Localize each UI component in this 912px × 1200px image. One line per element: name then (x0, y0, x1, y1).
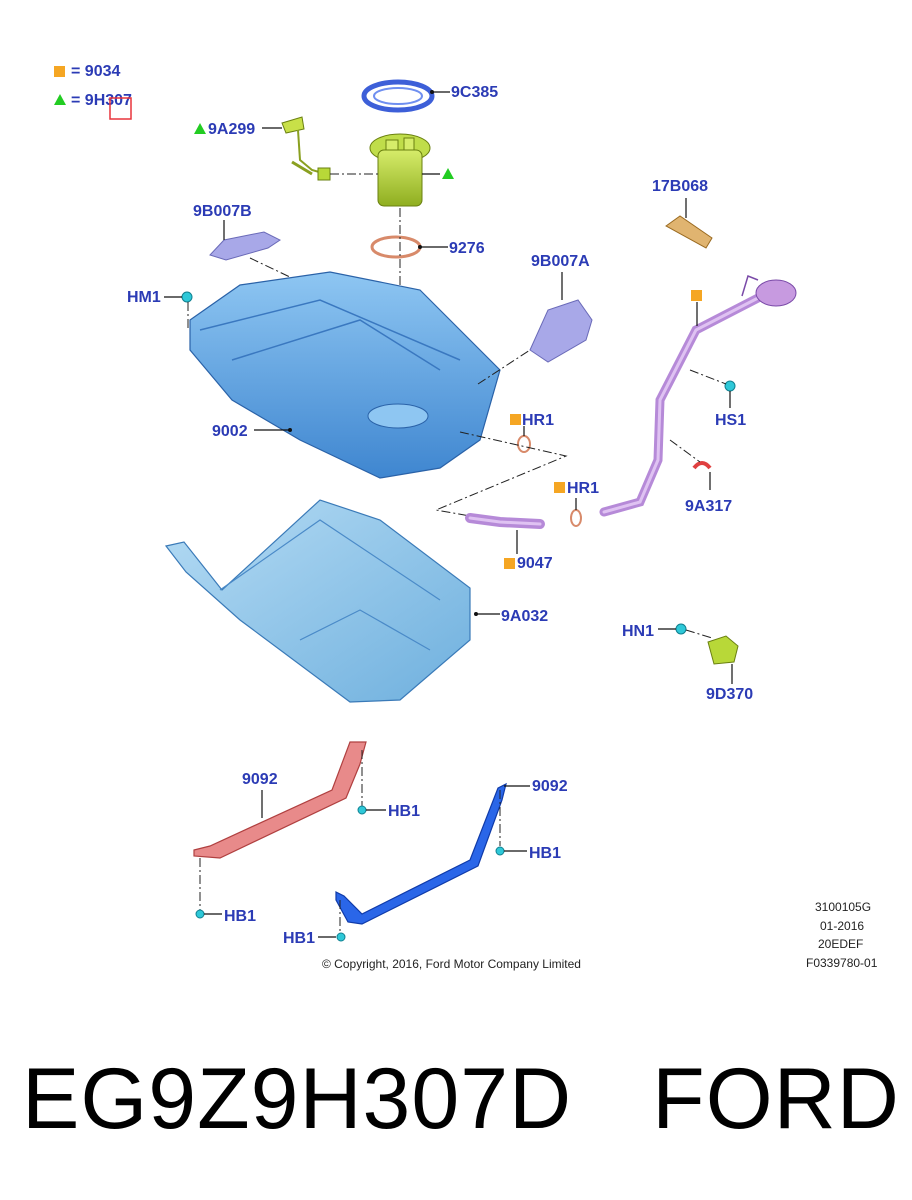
part-9a032-heat-shield (164, 499, 500, 703)
part-hm1-clip (164, 291, 193, 330)
part-hb1-bolt-d (318, 932, 346, 942)
9047-square-icon (504, 558, 515, 569)
label-9047: 9047 (517, 555, 553, 572)
part-hs1-clip (689, 369, 736, 408)
filler-square-icon (691, 290, 702, 301)
part-title: EG9Z9H307D FORD (22, 1050, 900, 1149)
label-9092-b: 9092 (532, 778, 568, 795)
label-hb1-d: HB1 (283, 930, 315, 947)
code-line-2: 01-2016 (820, 919, 864, 933)
part-9b007b-shield (209, 220, 293, 279)
code-line-3: 20EDEF (818, 937, 863, 951)
label-hm1: HM1 (127, 289, 161, 306)
part-hn1-clip (658, 623, 713, 639)
label-9a299: 9A299 (208, 121, 255, 138)
part-hr1-clip-a (434, 426, 568, 517)
label-9276: 9276 (449, 240, 485, 257)
label-9b007a: 9B007A (531, 253, 590, 270)
part-hb1-bolt-a (357, 805, 386, 815)
part-9092-strap-red (193, 741, 367, 910)
fuel-system-diagram: = 9034 = 9H307 9C385 9A299 9276 (54, 63, 878, 971)
label-hr1-b: HR1 (567, 480, 599, 497)
label-9a032: 9A032 (501, 608, 548, 625)
part-9047-hose (465, 513, 545, 554)
part-9h307-fuel-pump (330, 133, 440, 207)
label-9002: 9002 (212, 423, 248, 440)
part-hb1-bolt-b (495, 846, 527, 856)
label-hr1-a: HR1 (522, 412, 554, 429)
pump-triangle-icon (442, 168, 454, 179)
label-hs1: HS1 (715, 412, 746, 429)
copyright: © Copyright, 2016, Ford Motor Company Li… (322, 957, 581, 971)
legend-text-9h307: = 9H307 (71, 92, 132, 109)
hr1-square-icon-a (510, 414, 521, 425)
label-9a317: 9A317 (685, 498, 732, 515)
label-9c385: 9C385 (451, 84, 498, 101)
label-9092-a: 9092 (242, 771, 278, 788)
label-9b007b: 9B007B (193, 203, 252, 220)
label-hb1-b: HB1 (529, 845, 561, 862)
label-hb1-a: HB1 (388, 803, 420, 820)
hr1-square-icon-b (554, 482, 565, 493)
triangle-marker-icon (194, 123, 206, 134)
label-hn1: HN1 (622, 623, 654, 640)
part-17b068 (665, 198, 713, 249)
label-hb1-c: HB1 (224, 908, 256, 925)
part-number: EG9Z9H307D (22, 1051, 573, 1147)
brand-name: FORD (652, 1051, 900, 1147)
label-17b068: 17B068 (652, 178, 708, 195)
part-hb1-bolt-c (195, 909, 222, 919)
part-9d370-module (707, 635, 739, 684)
part-filler-pipe (599, 274, 797, 517)
legend: = 9034 = 9H307 (54, 63, 132, 120)
part-9a317-clip (669, 439, 712, 490)
part-9002-fuel-tank (189, 271, 501, 479)
legend-text-9034: = 9034 (71, 63, 120, 80)
label-9d370: 9D370 (706, 686, 753, 703)
part-9b007a-shield (477, 272, 593, 385)
part-9c385-lock-ring (361, 79, 450, 113)
part-9276-seal (370, 235, 448, 259)
part-9a299-sender (262, 116, 331, 181)
part-hr1-clip-b (570, 498, 582, 527)
legend-triangle-icon (54, 94, 66, 105)
part-9092-strap-blue (335, 782, 530, 932)
code-line-4: F0339780-01 (806, 956, 878, 970)
code-line-1: 3100105G (815, 900, 871, 914)
highlight-box (109, 97, 132, 120)
legend-square-icon (54, 66, 65, 77)
